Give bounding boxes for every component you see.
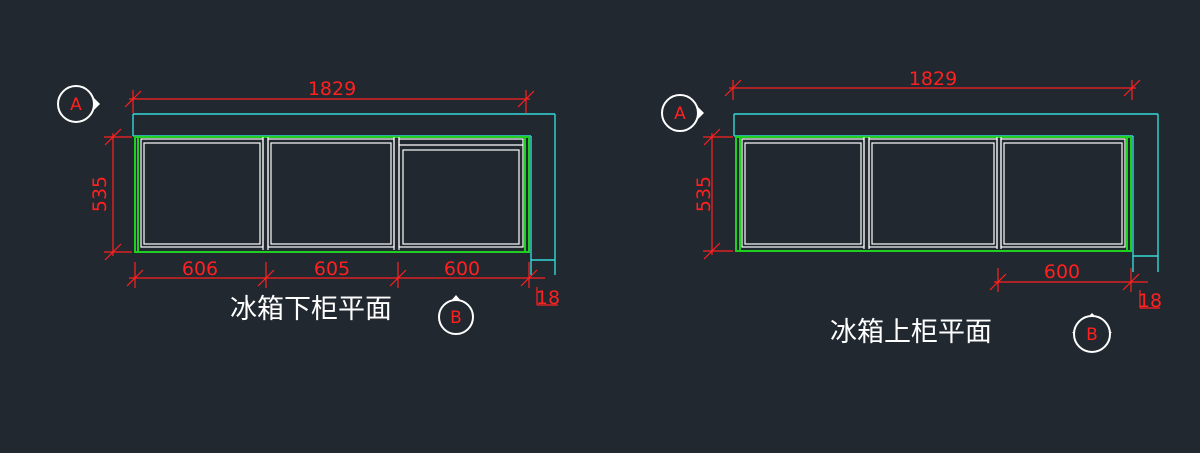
depth-dimension: 535	[693, 128, 733, 260]
bottom-dimensions: 606 605 600 18	[126, 258, 560, 309]
depth-dimension: 535	[89, 128, 132, 261]
overall-width-label: 1829	[909, 68, 957, 90]
end-dim-label: 18	[536, 287, 560, 309]
overall-width-dimension: 1829	[724, 68, 1141, 100]
countertop-outline	[132, 113, 556, 275]
depth-label: 535	[693, 176, 715, 212]
lower-cabinet-plan: 1829	[57, 78, 560, 335]
door-panels	[741, 137, 1126, 249]
section-marker-a: A	[57, 85, 100, 123]
cabinet-body	[134, 136, 530, 253]
bottom-dim-1: 606	[182, 258, 218, 280]
door-panel-2	[267, 138, 395, 248]
end-dim-label: 18	[1138, 290, 1162, 312]
section-a-label: A	[674, 104, 686, 124]
bottom-dimensions: 600 18	[989, 261, 1162, 312]
section-marker-a: A	[661, 94, 704, 132]
section-a-label: A	[70, 95, 82, 115]
overall-width-label: 1829	[308, 78, 356, 100]
upper-cabinet-plan: 1829	[661, 68, 1162, 353]
depth-label: 535	[89, 176, 111, 212]
door-panel-2	[868, 138, 998, 248]
door-panel-3	[398, 138, 524, 248]
door-panel-1	[741, 138, 865, 248]
upper-cabinet-title: 冰箱上柜平面	[830, 317, 992, 348]
door-panel-1	[140, 138, 264, 248]
section-b-label: B	[1086, 325, 1098, 345]
overall-width-dimension: 1829	[124, 78, 535, 113]
section-b-label: B	[450, 308, 462, 328]
bottom-dim-1: 600	[1044, 261, 1080, 283]
lower-cabinet-title: 冰箱下柜平面	[230, 294, 392, 325]
door-panels	[140, 137, 524, 250]
bottom-dim-3: 600	[444, 258, 480, 280]
bottom-dim-2: 605	[314, 258, 350, 280]
cabinet-body	[735, 136, 1132, 252]
door-panel-3	[1000, 138, 1126, 248]
section-marker-b: B	[438, 295, 474, 335]
section-marker-b: B	[1072, 313, 1112, 353]
